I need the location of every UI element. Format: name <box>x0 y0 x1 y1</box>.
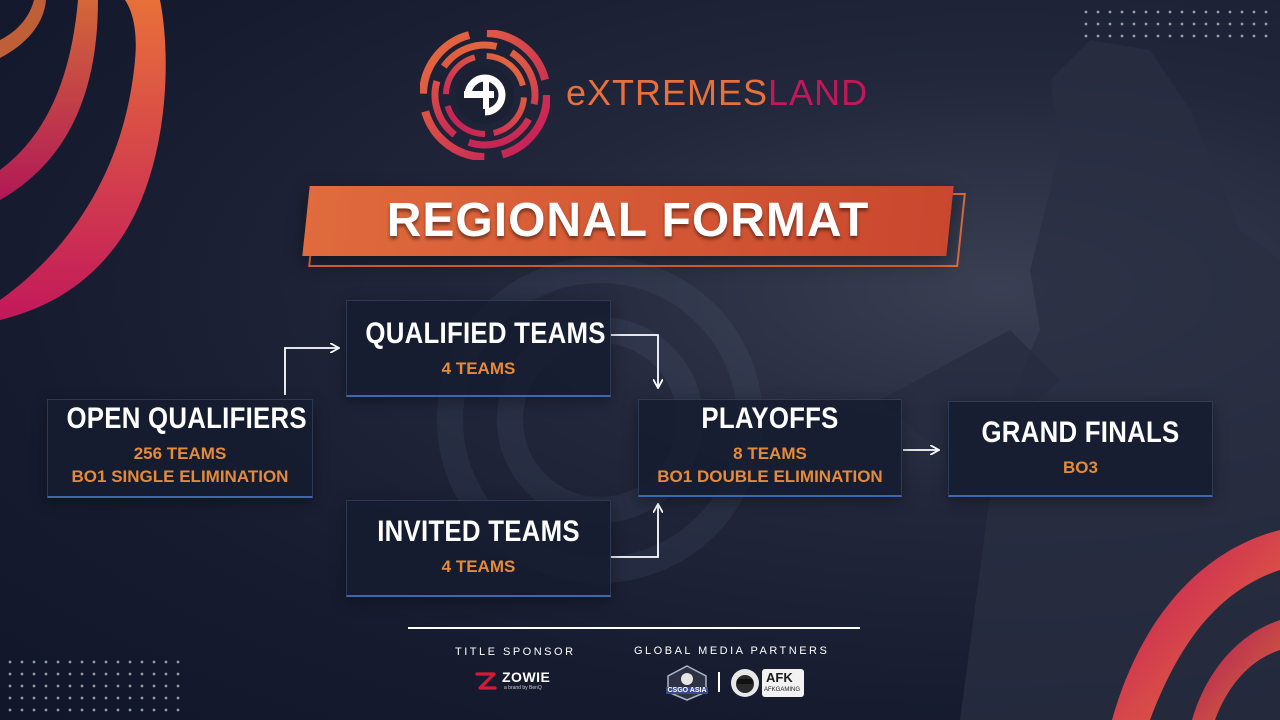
soldier-silhouette <box>960 40 1280 720</box>
stage-title: PLAYOFFS <box>701 402 839 435</box>
monkey-mascot-icon <box>731 669 759 697</box>
afkgaming-logo: AFK AFKGAMING <box>729 667 807 699</box>
swoosh-left-3 <box>0 0 46 58</box>
csgo-asia-logo: CSGO ASIA <box>664 664 710 702</box>
stage-open-qualifiers: OPEN QUALIFIERS 256 TEAMS BO1 SINGLE ELI… <box>47 399 313 498</box>
brand-wordmark: eXTREMESLAND <box>566 72 869 113</box>
stage-playoffs: PLAYOFFS 8 TEAMS BO1 DOUBLE ELIMINATION <box>638 399 902 497</box>
media-partners-label: GLOBAL MEDIA PARTNERS <box>634 645 830 657</box>
arrow-qualified-to-playoffs <box>610 334 658 387</box>
page-title: REGIONAL FORMAT <box>386 194 870 247</box>
stage-grand-finals: GRAND FINALS BO3 <box>948 401 1213 497</box>
csgo-asia-badge-icon <box>667 665 707 701</box>
arrow-open-to-qualified <box>284 348 338 395</box>
stage-title: OPEN QUALIFIERS <box>66 402 307 435</box>
swoosh-right-1 <box>1112 530 1280 720</box>
extremesland-logo-icon <box>420 30 550 160</box>
stage-format: BO3 <box>1063 458 1098 477</box>
stage-teams: 4 TEAMS <box>441 359 516 378</box>
stage-teams: 256 TEAMS <box>133 444 227 463</box>
stage-invited-teams: INVITED TEAMS 4 TEAMS <box>346 500 611 597</box>
stage-teams: 8 TEAMS <box>733 444 807 463</box>
title-sponsor-label: TITLE SPONSOR <box>455 646 576 658</box>
stage-teams: 4 TEAMS <box>441 557 516 576</box>
swoosh-left-1 <box>0 0 166 320</box>
stage-format: BO1 SINGLE ELIMINATION <box>71 467 289 486</box>
stage-qualified-teams: QUALIFIED TEAMS 4 TEAMS <box>346 300 611 397</box>
stage-format: BO1 DOUBLE ELIMINATION <box>657 467 883 486</box>
dot-pattern-top-right <box>1080 6 1270 46</box>
stage-title: INVITED TEAMS <box>377 515 580 548</box>
partner-divider <box>718 672 720 692</box>
stage-title: QUALIFIED TEAMS <box>365 317 606 350</box>
zowie-mark-icon <box>475 672 497 690</box>
stage-title: GRAND FINALS <box>981 416 1180 449</box>
swoosh-right-2 <box>1192 620 1280 720</box>
footer-divider <box>408 627 860 629</box>
swoosh-left-2 <box>0 0 98 200</box>
arrow-invited-to-playoffs <box>610 505 658 558</box>
dot-pattern-bottom-left <box>4 656 180 720</box>
zowie-logo: ZOWIE a brand by BenQ <box>474 668 558 694</box>
